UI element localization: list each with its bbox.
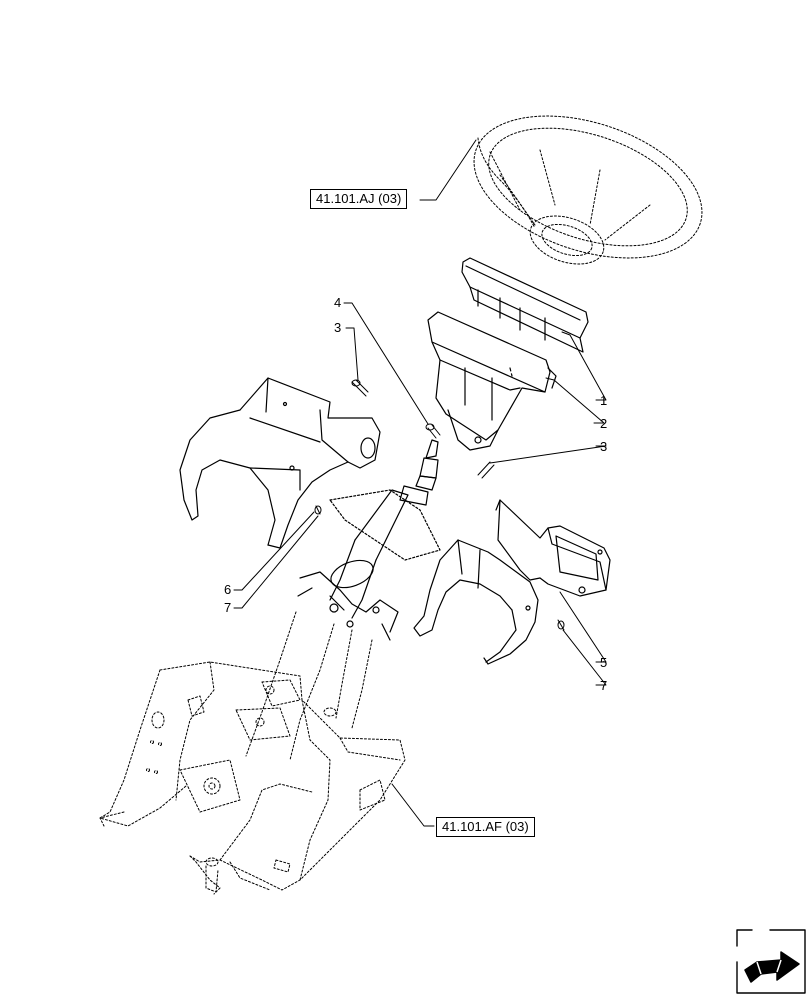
support-frame-reference [99, 661, 406, 895]
part-6-7-left-fasteners [314, 505, 322, 515]
callout-6: 6 [224, 582, 232, 597]
navigation-icon-frame [736, 929, 806, 994]
steering-column [297, 439, 441, 641]
part-1-top-cover [461, 257, 589, 353]
callout-7-right: 7 [600, 678, 608, 693]
left-lower-shroud [179, 377, 381, 549]
part-3-pin-right [477, 461, 495, 479]
callout-3-upper: 3 [334, 320, 342, 335]
part-5-right-lower-shroud [413, 499, 611, 665]
part-7-right-fastener [557, 619, 565, 631]
part-4-screw [425, 423, 441, 439]
callout-4: 4 [334, 295, 342, 310]
leader-lines [233, 139, 607, 827]
next-page-arrow-icon[interactable] [737, 930, 805, 994]
wheel-reference-box[interactable]: 41.101.AJ (03) [310, 189, 408, 209]
callout-5: 5 [600, 655, 608, 670]
part-2-upper-shroud [427, 311, 557, 451]
frame-reference-box[interactable]: 41.101.AF (03) [436, 817, 535, 837]
column-pivot-mechanism [179, 611, 373, 813]
callout-7-left: 7 [224, 600, 232, 615]
callout-2: 2 [600, 416, 608, 431]
steering-wheel-reference [473, 115, 703, 265]
part-3-screw-upper [351, 379, 369, 397]
callout-1: 1 [600, 393, 608, 408]
callout-3-right: 3 [600, 439, 608, 454]
